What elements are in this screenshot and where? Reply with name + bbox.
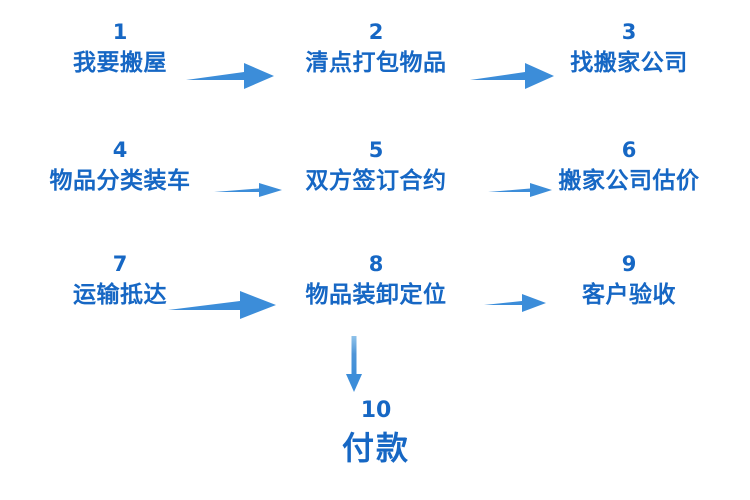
flow-step-2: 2 清点打包物品 — [252, 22, 500, 75]
step-label-3: 找搬家公司 — [570, 50, 688, 76]
arrow-step8-to-step10-icon — [342, 336, 366, 392]
arrow-step8-to-step9-icon — [484, 290, 546, 316]
flow-step-9: 9 客户验收 — [508, 254, 750, 307]
step-label-8: 物品装卸定位 — [305, 282, 447, 308]
step-label-6: 搬家公司估价 — [558, 168, 700, 194]
flow-step-7: 7 运输抵达 — [0, 254, 240, 307]
step-label-9: 客户验收 — [582, 282, 676, 308]
arrow-step5-to-step6-icon — [488, 180, 552, 200]
step-number-9: 9 — [621, 252, 637, 276]
step-number-2: 2 — [368, 20, 384, 44]
step-label-2: 清点打包物品 — [305, 50, 447, 76]
step-label-4: 物品分类装车 — [49, 168, 191, 194]
step-label-7: 运输抵达 — [73, 282, 167, 308]
step-number-7: 7 — [112, 252, 128, 276]
step-number-10: 10 — [360, 398, 392, 423]
arrow-step4-to-step5-icon — [214, 180, 282, 200]
step-number-6: 6 — [621, 138, 637, 162]
step-label-1: 我要搬屋 — [73, 50, 167, 76]
arrow-step7-to-step8-icon — [168, 288, 276, 322]
flow-step-6: 6 搬家公司估价 — [508, 140, 750, 193]
step-number-4: 4 — [112, 138, 128, 162]
flow-step-8: 8 物品装卸定位 — [252, 254, 500, 307]
flow-step-1: 1 我要搬屋 — [0, 22, 240, 75]
step-number-1: 1 — [112, 20, 128, 44]
step-number-8: 8 — [368, 252, 384, 276]
flow-step-5: 5 双方签订合约 — [252, 140, 500, 193]
arrow-step2-to-step3-icon — [470, 59, 554, 93]
arrow-step1-to-step2-icon — [186, 59, 274, 93]
flow-step-10: 10 付款 — [252, 398, 500, 467]
flow-step-3: 3 找搬家公司 — [508, 22, 750, 75]
step-label-10: 付款 — [341, 429, 410, 467]
step-label-5: 双方签订合约 — [305, 168, 447, 194]
step-number-5: 5 — [368, 138, 384, 162]
step-number-3: 3 — [621, 20, 637, 44]
flow-step-4: 4 物品分类装车 — [0, 140, 240, 193]
